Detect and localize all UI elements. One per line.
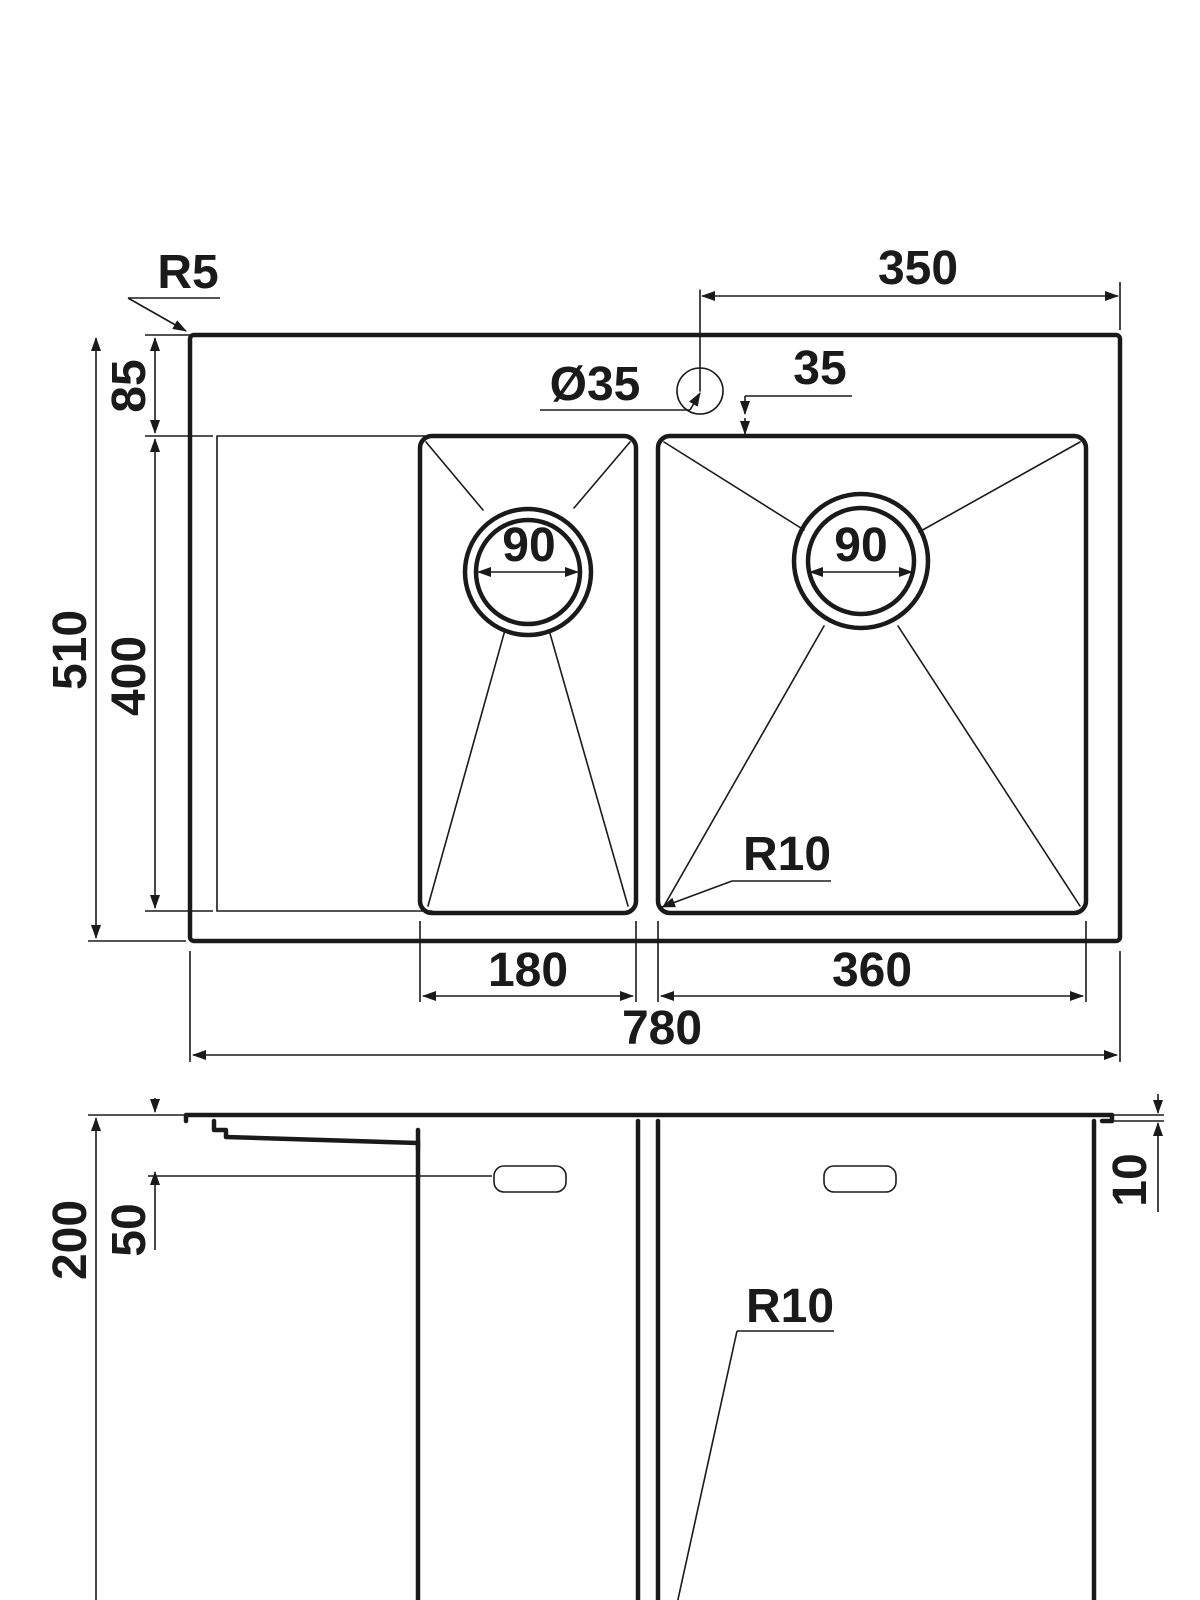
tap-hole-diameter-label: Ø35: [550, 358, 641, 411]
tap-to-bowl-label: 35: [793, 342, 846, 395]
small-overflow-slot: [493, 1165, 567, 1193]
side-large-bowl: [655, 1118, 1097, 1600]
overflow-height-label: 50: [103, 1203, 156, 1256]
side-flange: [183, 1112, 1115, 1124]
large-drain: [791, 491, 931, 631]
small-bowl-width-label: 180: [488, 944, 568, 997]
large-overflow-slot: [823, 1165, 897, 1193]
side-depth-label: 200: [44, 1200, 97, 1280]
overall-width-label: 780: [622, 1002, 702, 1055]
side-inner-radius-label: R10: [746, 1280, 834, 1333]
small-bowl-creases: [425, 441, 631, 907]
small-drain: [462, 506, 594, 638]
overall-depth-label: 510: [44, 610, 97, 690]
side-drainboard: [211, 1118, 421, 1152]
inner-radius-label: R10: [743, 828, 831, 881]
sink-outline: [187, 332, 1123, 944]
large-bowl-creases: [663, 441, 1081, 907]
drainboard-area: [216, 435, 433, 912]
bowl-depth-label: 400: [103, 636, 156, 716]
top-view: 90 90 Ø35 35 350 R5: [44, 242, 1123, 1062]
large-bowl: [655, 433, 1089, 916]
tap-offset-label: 350: [878, 242, 958, 295]
side-view: 50 200 10 R10: [44, 1094, 1164, 1600]
small-bowl: [417, 433, 639, 916]
side-small-bowl: [415, 1118, 641, 1600]
large-drain-label: 90: [834, 519, 887, 572]
top-margin-label: 85: [103, 359, 156, 412]
corner-radius-label: R5: [157, 246, 218, 299]
flange-thickness-label: 10: [1104, 1153, 1157, 1206]
small-drain-label: 90: [502, 519, 555, 572]
large-bowl-width-label: 360: [832, 944, 912, 997]
